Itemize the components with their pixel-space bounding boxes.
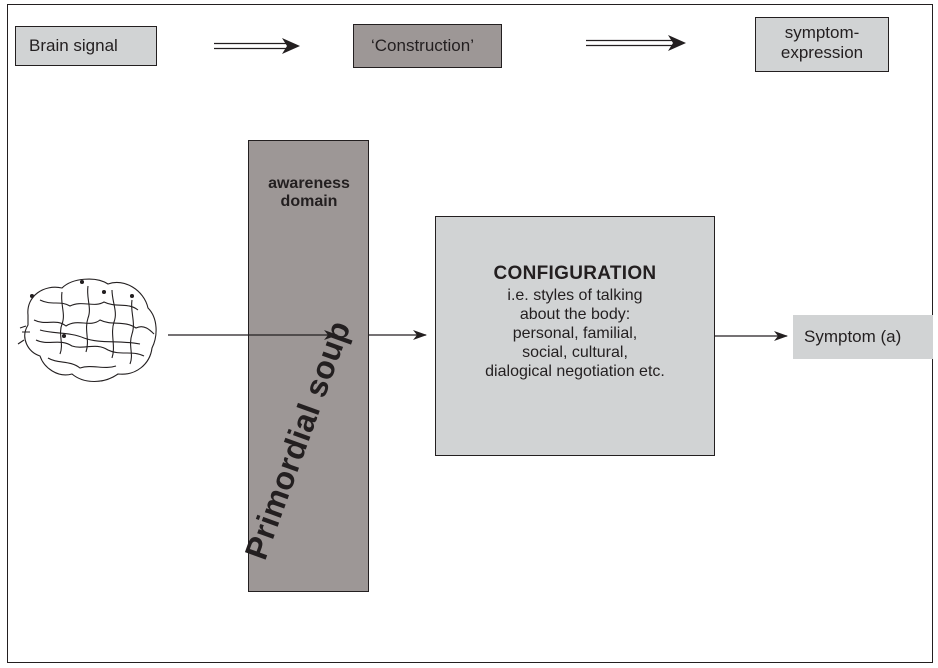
- double-arrow-1: [214, 38, 300, 54]
- symptom-expression-label: symptom- expression: [756, 23, 888, 63]
- symptom-expression-box: symptom- expression: [755, 17, 889, 72]
- configuration-title: CONFIGURATION: [493, 263, 657, 284]
- symptom-expression-line2: expression: [780, 43, 864, 62]
- configuration-line-5: dialogical negotiation etc.: [485, 363, 665, 380]
- configuration-box: [435, 216, 715, 456]
- construction-label: ‘Construction’: [371, 36, 474, 55]
- awareness-line1: awareness: [268, 175, 350, 192]
- configuration-line-1: i.e. styles of talking: [507, 287, 643, 304]
- configuration-line-4: social, cultural,: [522, 344, 628, 361]
- symptom-expression-line1: symptom-: [784, 23, 860, 42]
- double-arrow-2: [586, 35, 686, 51]
- symptom-label: Symptom (a): [804, 327, 902, 346]
- symptom-box: Symptom (a): [793, 315, 933, 359]
- construction-box: ‘Construction’: [353, 24, 502, 68]
- awareness-domain-label: awareness domain: [250, 175, 368, 211]
- brain-sketch-icon: [17, 278, 157, 383]
- configuration-line-3: personal, familial,: [512, 325, 638, 342]
- awareness-line2: domain: [280, 193, 338, 210]
- configuration-line-2: about the body:: [519, 306, 631, 323]
- primordial-soup-column: [248, 140, 369, 592]
- brain-signal-box: Brain signal: [15, 26, 157, 66]
- brain-signal-label: Brain signal: [29, 36, 118, 55]
- configuration-text: CONFIGURATION i.e. styles of talking abo…: [436, 262, 714, 381]
